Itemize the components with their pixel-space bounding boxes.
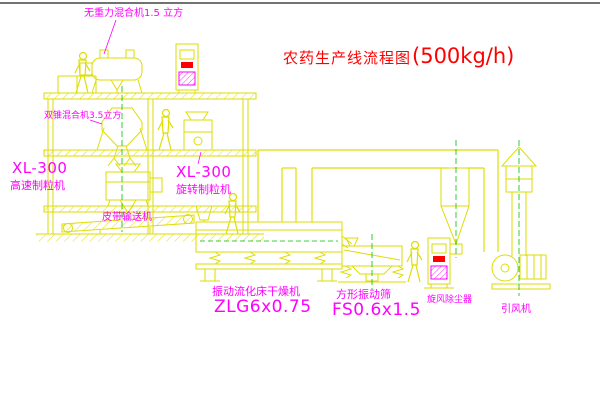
label-double-cone-mixer: 双锥混合机3.5立方: [44, 111, 122, 121]
induced-draft-fan: [491, 254, 551, 290]
high-speed-granulator: [105, 163, 163, 214]
centerline-dashed: [121, 86, 520, 296]
exhaust-duct: [257, 149, 499, 252]
label-fan: 引风机: [501, 304, 531, 315]
belt-conveyor: [61, 214, 195, 234]
panel-screen: [181, 62, 193, 68]
label-leader-line: [89, 19, 202, 165]
label-dryer-name: 振动流化床干燥机: [212, 285, 300, 298]
label-granulator-right-model: XL-300: [176, 163, 232, 181]
control-panel-1: [175, 43, 199, 93]
person-icon: [74, 51, 91, 94]
exhaust-stack: [500, 146, 538, 256]
label-cyclone: 旋风除尘器: [427, 295, 473, 305]
label-granulator-right-name: 旋转制粒机: [176, 183, 231, 196]
label-top-mixer: 无重力混合机1.5 立方: [84, 8, 184, 19]
label-screen-name: 方形振动筛: [336, 288, 391, 301]
label-dryer-model: ZLG6x0.75: [214, 297, 312, 317]
panel-screen: [433, 256, 445, 262]
label-granulator-left-name: 高速制粒机: [10, 179, 65, 192]
label-granulator-left-model: XL-300: [12, 159, 68, 177]
fluid-bed-dryer: [195, 205, 353, 282]
control-panel-2: [424, 237, 454, 289]
cyclone-separator: [440, 167, 470, 255]
person-icon: [406, 240, 423, 283]
person-icon: [224, 192, 241, 235]
person-icon: [157, 108, 174, 151]
drawing-title-capacity: (500kg/h): [412, 44, 515, 68]
double-cone-mixer: [96, 107, 148, 167]
label-belt-conveyor: 皮带输送机: [102, 212, 152, 223]
rotary-granulator-upper: [183, 111, 213, 151]
drawing-title: 农药生产线流程图 (500kg/h): [283, 44, 514, 68]
gravity-mixer: [79, 49, 143, 94]
label-screen-model: FS0.6x1.5: [332, 300, 421, 320]
building-frame: [43, 75, 257, 234]
ground-hatch: [36, 233, 264, 242]
drawing-title-text: 农药生产线流程图: [283, 49, 412, 67]
